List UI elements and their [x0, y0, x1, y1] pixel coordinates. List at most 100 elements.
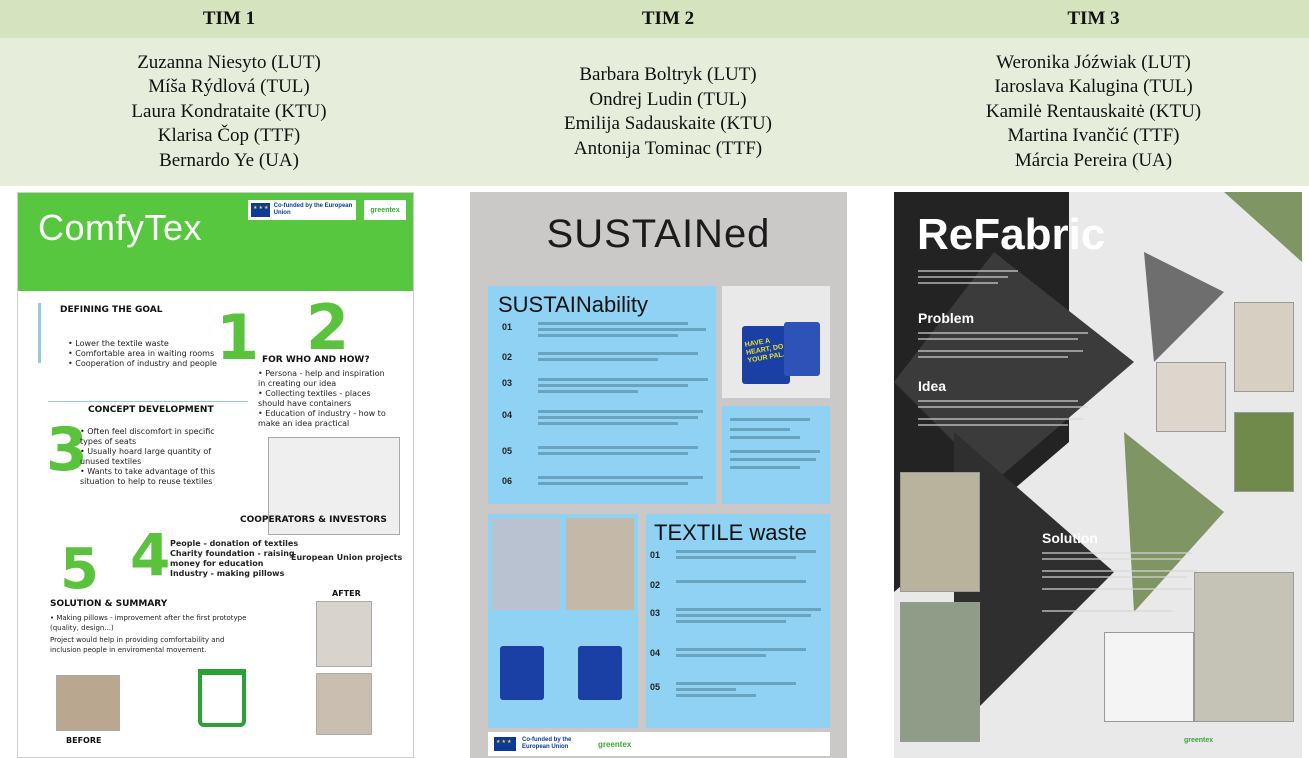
text-line	[918, 270, 1018, 272]
line: Project would help in providing comforta…	[50, 636, 225, 644]
text-line	[676, 648, 806, 651]
eu-flag-icon	[251, 203, 270, 217]
bullet: • Wants to take advantage of this	[80, 467, 216, 476]
text-line	[676, 682, 796, 685]
section-solution: SOLUTION & SUMMARY	[50, 599, 168, 609]
member: Míša Rýdlová (TUL)	[148, 76, 310, 98]
dark-shape	[954, 432, 1114, 732]
photo	[492, 518, 560, 610]
row-number: 03	[650, 608, 661, 618]
text-line	[676, 694, 756, 697]
comfytex-poster: ComfyTex Co-funded by the European Union…	[17, 192, 414, 758]
eu-logo: Co-funded by the European Union	[248, 200, 356, 220]
idea-heading: Idea	[918, 378, 947, 394]
sustained-poster: SUSTAINed SUSTAINability 01 02 03 04 05 …	[470, 192, 847, 758]
refabric-poster: ReFabric Problem Idea Solution greentex	[894, 192, 1302, 758]
after-label: AFTER	[332, 589, 361, 598]
member: Weronika Jóźwiak (LUT)	[996, 51, 1191, 73]
bullet: make an idea practical	[258, 419, 350, 428]
member: Bernardo Ye (UA)	[159, 149, 299, 171]
text-line	[730, 418, 810, 421]
greentex-logo: greentex	[1184, 737, 1214, 744]
text-line	[918, 332, 1088, 334]
number-1: 1	[216, 301, 260, 374]
decor-line	[48, 401, 248, 402]
bag-icon	[500, 646, 544, 700]
poster-header: ComfyTex Co-funded by the European Union…	[18, 193, 413, 291]
bullet: • Lower the textile waste	[68, 339, 169, 348]
solution-lines: • Making pillows - improvement after the…	[50, 613, 246, 633]
row-number: 05	[502, 446, 513, 456]
line: People - donation of textiles	[170, 539, 299, 548]
text-line	[730, 466, 800, 469]
bag-photo: HAVE A HEART, DO YOUR PAL.	[722, 286, 830, 398]
care-box	[722, 406, 830, 504]
line: • Making pillows - improvement after the…	[50, 614, 247, 622]
concept-bullets: • Often feel discomfort in specific type…	[80, 427, 215, 487]
bullet: • Comfortable area in waiting rooms	[68, 349, 215, 358]
text-line	[1042, 558, 1182, 560]
text-line	[538, 358, 658, 361]
number-5: 5	[60, 537, 99, 602]
text-line	[676, 608, 821, 611]
problem-heading: Problem	[918, 310, 975, 326]
text-line	[918, 276, 1008, 278]
text-line	[730, 458, 816, 461]
greentex-logo: greentex	[364, 200, 406, 220]
row-number: 04	[650, 648, 661, 658]
text-line	[676, 614, 811, 617]
decor-line	[38, 303, 41, 363]
member: Martina Ivančić (TTF)	[1007, 125, 1180, 147]
text-line	[918, 350, 1083, 352]
team-3-header: TIM 3	[878, 0, 1309, 38]
sketch-image	[268, 437, 400, 535]
footer: Co-funded by the European Union greentex	[488, 732, 830, 756]
box-title: SUSTAINability	[498, 292, 648, 317]
text-line	[730, 428, 790, 431]
text-line	[538, 410, 703, 413]
text-line	[538, 476, 703, 479]
bullet: • Often feel discomfort in specific	[80, 427, 215, 436]
after-photo-pillow	[316, 673, 372, 735]
text-line	[538, 446, 698, 449]
text-line	[676, 620, 786, 623]
line: inclusion people in enviromental movemen…	[50, 646, 207, 654]
bag-icon	[784, 322, 820, 376]
green-shape	[1124, 432, 1224, 612]
who-bullets: • Persona - help and inspiration in crea…	[258, 369, 386, 429]
text-line	[918, 418, 1083, 420]
text-line	[676, 688, 736, 691]
text-line	[676, 654, 766, 657]
member: Zuzanna Niesyto (LUT)	[137, 51, 321, 73]
bullet: • Usually hoard large quantity of	[80, 447, 212, 456]
text-line	[538, 416, 698, 419]
section-coop: COOPERATORS & INVESTORS	[240, 515, 387, 525]
title-part-2: Fabric	[973, 210, 1106, 259]
bag-icon: HAVE A HEART, DO YOUR PAL.	[742, 326, 790, 384]
bullet: unused textiles	[80, 457, 142, 466]
member: Klarisa Čop (TTF)	[157, 125, 301, 147]
text-line	[538, 482, 688, 485]
team-2-members: Barbara Boltryk (LUT) Ondrej Ludin (TUL)…	[458, 38, 878, 186]
photo-bag	[1234, 302, 1294, 392]
diagram-image	[1104, 632, 1194, 722]
before-label: BEFORE	[66, 736, 102, 745]
photo	[566, 518, 634, 610]
number-4: 4	[130, 521, 171, 589]
row-number: 04	[502, 410, 513, 420]
member: Kamilė Rentauskaitė (KTU)	[985, 100, 1202, 122]
member: Laura Kondrataite (KTU)	[131, 100, 327, 122]
member: Emilija Sadauskaite (KTU)	[564, 113, 772, 134]
row-number: 05	[650, 682, 661, 692]
row-number: 03	[502, 378, 513, 388]
section-goal: DEFINING THE GOAL	[60, 305, 163, 315]
poster-title: ReFabric	[917, 210, 1105, 260]
line: money for education	[170, 559, 264, 568]
eu-projects: European Union projects	[291, 553, 403, 562]
team-1-members: Zuzanna Niesyto (LUT) Míša Rýdlová (TUL)…	[0, 38, 458, 186]
team-2-header: TIM 2	[458, 0, 878, 38]
bullet: in creating our idea	[258, 379, 337, 388]
goal-bullets: • Lower the textile waste • Comfortable …	[68, 339, 217, 369]
member: Antonija Tominac (TTF)	[573, 137, 763, 159]
sustainability-box: SUSTAINability 01 02 03 04 05 06	[488, 286, 716, 504]
